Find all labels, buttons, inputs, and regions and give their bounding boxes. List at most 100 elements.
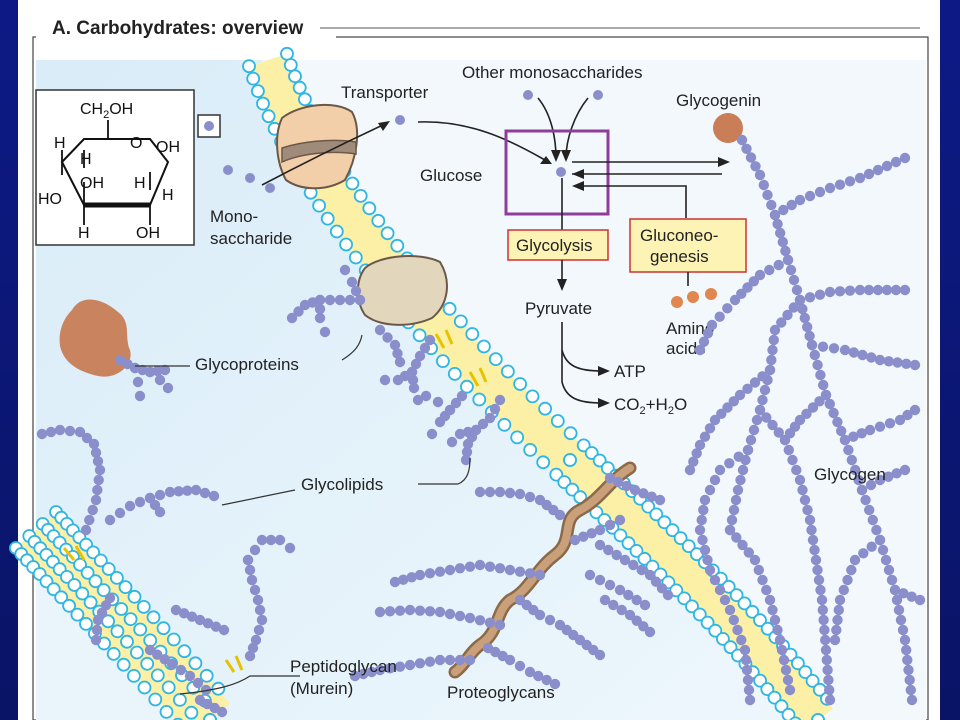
sugar-bead — [374, 664, 386, 676]
sugar-bead — [804, 514, 816, 526]
sugar-bead — [773, 427, 784, 438]
sugar-bead — [832, 614, 843, 626]
sugar-bead — [594, 539, 606, 551]
sugar-bead — [824, 398, 835, 410]
sugar-bead — [246, 574, 258, 586]
sugar-bead — [778, 654, 790, 666]
sugar-bead — [424, 334, 436, 346]
lipid-head — [459, 379, 474, 394]
sugar-bead — [366, 666, 377, 678]
sugar-bead — [783, 444, 794, 456]
sugar-bead — [464, 612, 476, 624]
sugar-bead — [749, 377, 761, 388]
sugar-bead — [494, 394, 506, 406]
sugar-bead — [769, 209, 781, 221]
lipid-head — [133, 622, 148, 637]
sugar-bead — [578, 531, 589, 542]
sugar-bead — [794, 474, 806, 486]
sugar-bead — [802, 321, 813, 333]
gluconeo-label: Gluconeo- — [640, 226, 718, 245]
sugar-bead — [414, 569, 426, 581]
co2-h2o-label: CO2+H2O — [614, 395, 687, 417]
sugar-bead — [741, 143, 752, 154]
sugar-bead — [462, 438, 474, 450]
sugar-bead — [780, 664, 792, 676]
sugar-bead — [779, 434, 791, 446]
sugar-bead — [604, 519, 616, 531]
sugar-bead — [698, 336, 710, 347]
sugar-bead — [541, 674, 552, 686]
sugar-bead — [613, 476, 624, 488]
sugar-bead — [838, 584, 849, 596]
lipid-head — [353, 188, 368, 203]
sugar-bead — [404, 604, 416, 616]
glucose-highlight-box — [504, 129, 610, 216]
sugar-bead — [569, 534, 581, 546]
sugar-bead — [914, 594, 926, 606]
sugar-chains — [36, 134, 926, 718]
sugar-bead — [384, 606, 396, 617]
sugar-bead — [860, 494, 871, 506]
glycolipids-label: Glycolipids — [301, 475, 383, 494]
sugar-bead — [244, 564, 256, 576]
sugar-bead — [761, 584, 772, 596]
sugar-bead — [154, 374, 166, 386]
sugar-bead — [730, 494, 742, 506]
sugar-bead — [890, 156, 902, 168]
sugar-bead — [816, 594, 828, 606]
sugar-bead — [184, 670, 196, 682]
sugar-bead — [881, 160, 893, 172]
sugar-bead — [629, 484, 641, 496]
sugar-bead — [893, 604, 905, 616]
sugar-bead — [696, 514, 707, 526]
sugar-bead — [822, 664, 833, 676]
sugar-bead — [757, 574, 768, 586]
sugar-bead — [889, 584, 901, 596]
sugar-bead — [749, 554, 761, 566]
sugar-bead — [782, 309, 793, 321]
glucose-arrow — [417, 121, 546, 161]
sugar-bead — [319, 326, 331, 338]
sugar-bead — [724, 604, 736, 616]
oh-c2: OH — [136, 225, 160, 242]
sugar-bead — [817, 604, 828, 616]
sugar-bead — [740, 654, 752, 666]
lipid-head — [140, 656, 155, 671]
monosaccharide-bead — [223, 165, 233, 175]
lipid-head — [442, 301, 457, 316]
sugar-bead — [866, 541, 877, 552]
sugar-bead — [178, 608, 190, 619]
sugar-bead — [164, 486, 176, 498]
sugar-bead — [892, 357, 903, 368]
lipid-head — [435, 354, 450, 369]
sugar-bead — [820, 644, 832, 656]
sugar-bead — [406, 366, 418, 378]
sugar-bead — [210, 621, 222, 632]
sugar-bead — [434, 654, 446, 666]
transporter-protein — [276, 103, 359, 190]
sugar-bead — [344, 294, 356, 306]
sugar-bead — [813, 574, 825, 586]
sugar-bead — [374, 324, 386, 336]
lipid-head — [110, 624, 125, 639]
lipid-head — [292, 80, 307, 95]
leader-lines — [135, 334, 471, 695]
sugar-bead — [788, 274, 800, 286]
sugar-bead — [484, 486, 496, 498]
sugar-bead — [890, 284, 902, 296]
glycoproteins-label: Glycoproteins — [195, 355, 299, 374]
sugar-bead — [809, 544, 820, 556]
sugar-bead — [594, 574, 606, 586]
sugar-bead — [484, 617, 496, 628]
figure-frame — [32, 36, 929, 720]
sugar-bead — [611, 549, 622, 561]
sugar-bead — [299, 299, 311, 311]
sugar-bead — [614, 514, 626, 526]
membrane-glycoprotein — [356, 255, 448, 326]
sugar-bead — [608, 599, 619, 611]
lipid-head — [288, 69, 302, 84]
monosaccharide-key-bead — [204, 121, 214, 131]
lipid-head — [280, 46, 294, 61]
sugar-bead — [350, 285, 362, 297]
sugar-bead — [863, 284, 875, 296]
